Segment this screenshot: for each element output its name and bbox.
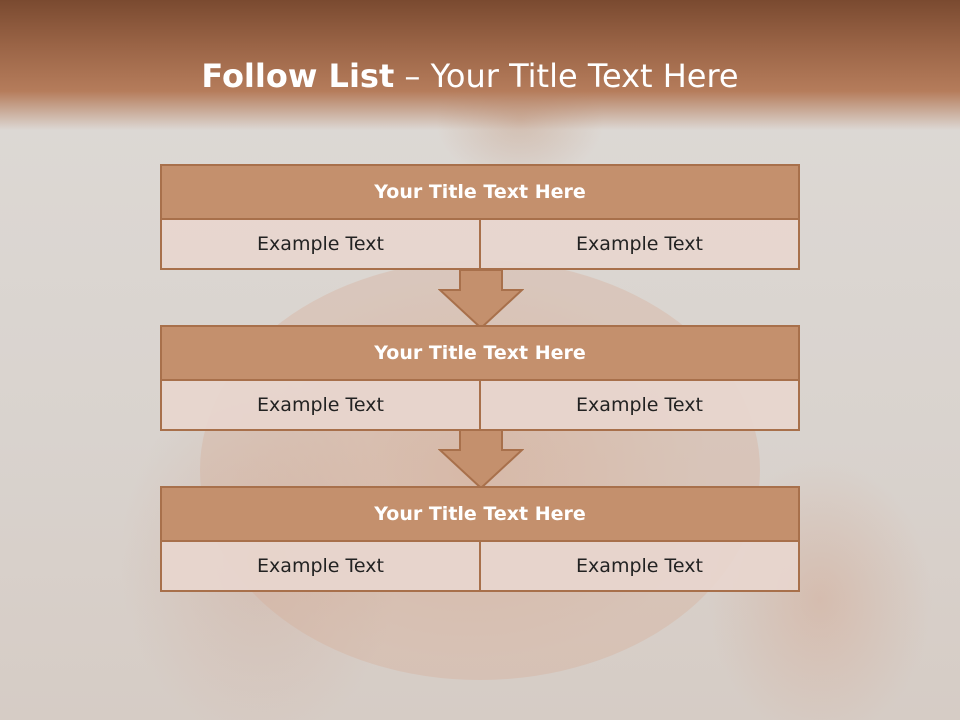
block-row: Example Text Example Text (160, 381, 800, 431)
list-block-1: Your Title Text Here Example Text Exampl… (160, 164, 800, 270)
slide-title: Follow List – Your Title Text Here (0, 56, 940, 96)
down-arrow-icon (438, 270, 524, 330)
down-arrow-icon (438, 430, 524, 490)
list-block-2: Your Title Text Here Example Text Exampl… (160, 325, 800, 431)
header-band (0, 0, 960, 130)
block-cell-left: Example Text (160, 220, 481, 270)
block-cell-right: Example Text (481, 542, 800, 592)
block-cell-left: Example Text (160, 542, 481, 592)
block-title: Your Title Text Here (160, 164, 800, 220)
block-row: Example Text Example Text (160, 220, 800, 270)
list-block-3: Your Title Text Here Example Text Exampl… (160, 486, 800, 592)
block-cell-left: Example Text (160, 381, 481, 431)
slide-title-rest: – Your Title Text Here (394, 57, 739, 95)
block-row: Example Text Example Text (160, 542, 800, 592)
block-cell-right: Example Text (481, 381, 800, 431)
block-title: Your Title Text Here (160, 325, 800, 381)
block-cell-right: Example Text (481, 220, 800, 270)
block-title: Your Title Text Here (160, 486, 800, 542)
slide-title-bold: Follow List (201, 57, 395, 95)
